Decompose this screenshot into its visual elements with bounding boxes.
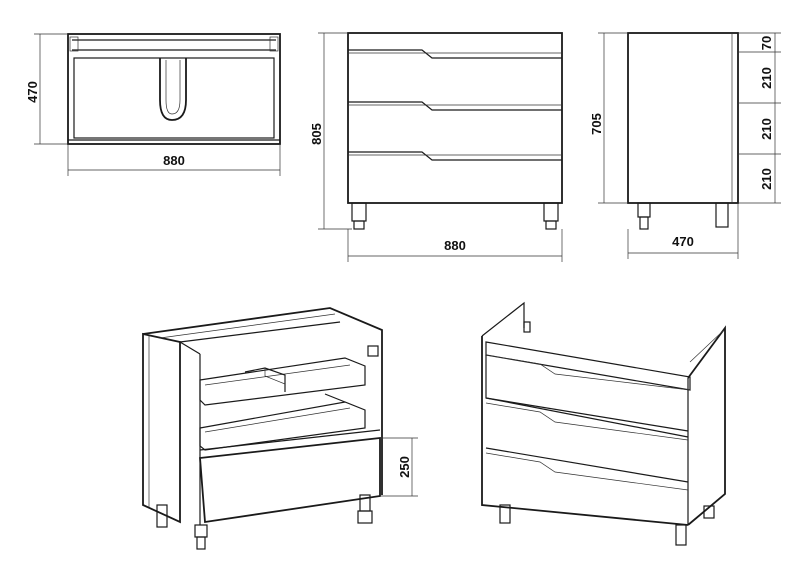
open-isometric-view: 250 — [142, 307, 418, 550]
front-width-dimension: 880 — [347, 229, 563, 262]
front-view: 805 880 — [309, 32, 563, 262]
top-width-dimension: 880 — [67, 144, 281, 176]
segment-label-4: 210 — [759, 168, 774, 190]
side-height-label: 705 — [589, 113, 604, 135]
drawer-height-label: 250 — [397, 456, 412, 478]
side-depth-dimension: 470 — [627, 203, 739, 259]
front-height-dimension: 805 — [309, 32, 352, 230]
top-depth-label: 470 — [25, 81, 40, 103]
top-width-label: 880 — [163, 153, 185, 168]
front-height-label: 805 — [309, 123, 324, 145]
top-view: 470 880 — [25, 33, 281, 176]
front-width-label: 880 — [444, 238, 466, 253]
side-depth-label: 470 — [672, 234, 694, 249]
closed-isometric-view — [481, 301, 726, 546]
drawer-height-dimension: 250 — [380, 437, 418, 497]
segment-label-3: 210 — [759, 118, 774, 140]
top-depth-dimension: 470 — [25, 33, 68, 145]
side-height-dimension: 705 — [589, 32, 628, 204]
segment-label-2: 210 — [759, 67, 774, 89]
segment-label-1: 70 — [759, 36, 774, 50]
side-view: 705 70 210 210 210 470 — [589, 32, 781, 259]
side-segment-dimensions: 70 210 210 210 — [738, 32, 781, 204]
